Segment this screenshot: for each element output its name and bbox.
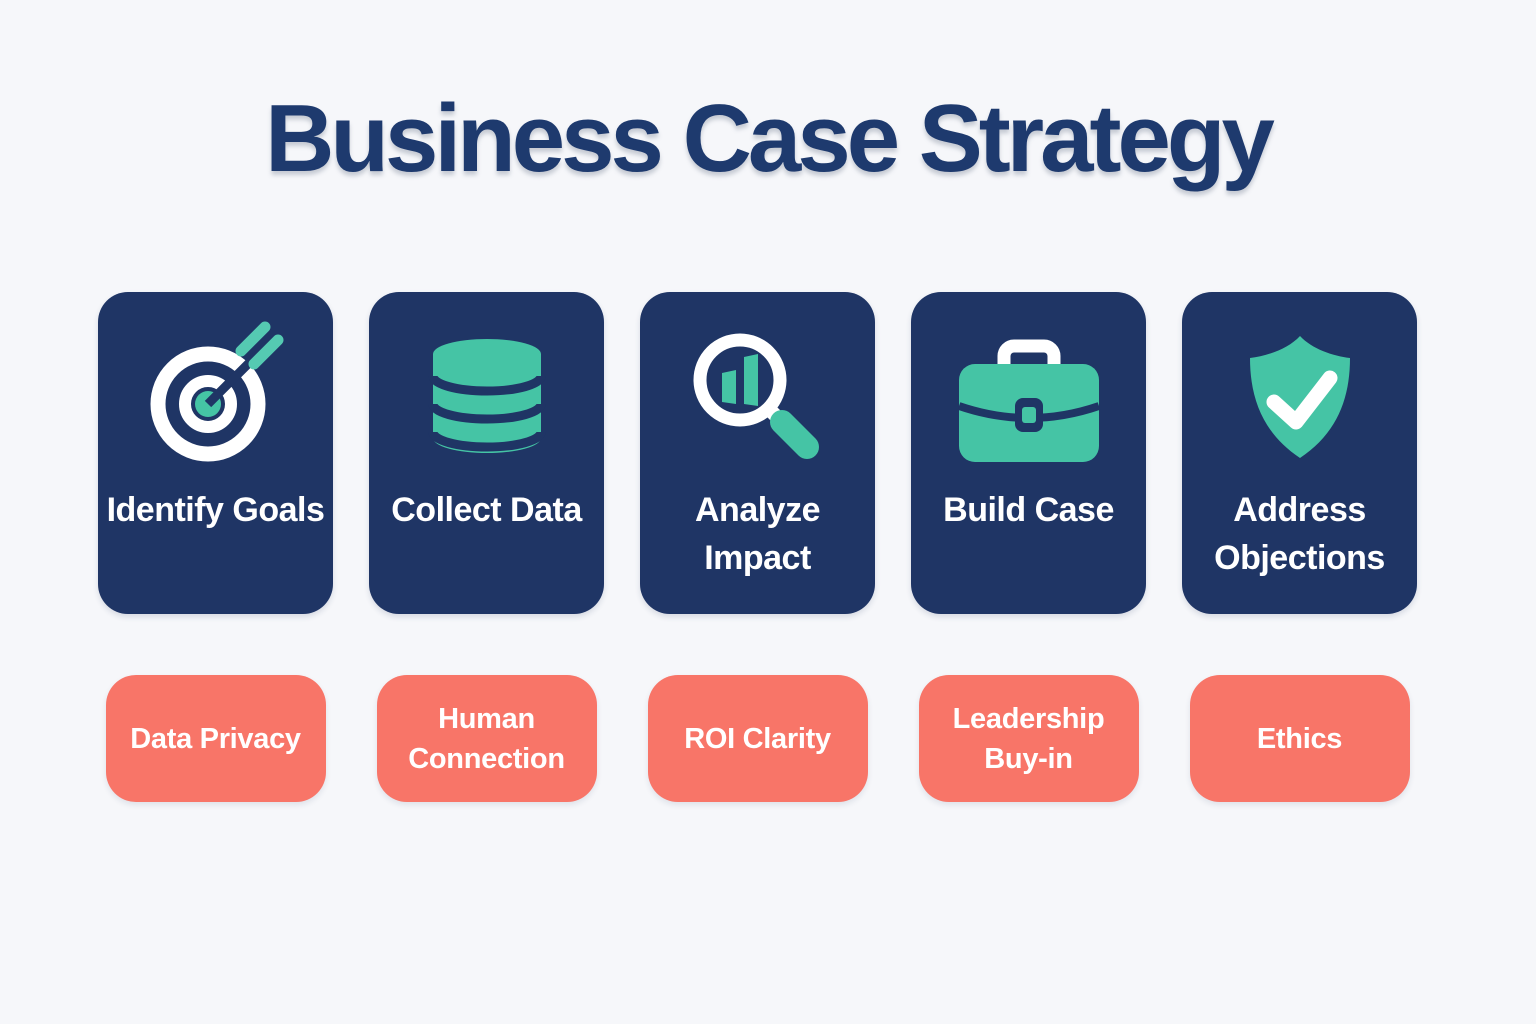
tag-card-roi-clarity: ROI Clarity [647,675,868,802]
step-card-identify-goals: Identify Goals [98,292,333,614]
tag-card-leadership-buy-in: Leadership Buy-in [918,675,1139,802]
step-label: Identify Goals [106,491,325,529]
step-label: Collect Data [391,491,582,529]
step-card-build-case: Build Case [911,292,1146,614]
briefcase-icon [949,318,1109,478]
tag-label: Human Connection [408,702,565,775]
step-label: Address Objections [1214,491,1385,577]
database-icon [407,318,567,478]
tag-card-ethics: Ethics [1189,675,1410,802]
step-label: Build Case [943,491,1114,529]
tag-card-human-connection: Human Connection [376,675,597,802]
step-column-build-case: Build Case Leadership Buy-in [911,292,1146,802]
tag-label: Ethics [1256,722,1343,755]
tag-label: Data Privacy [130,722,301,755]
target-icon [136,318,296,478]
steps-row: Identify Goals Data Privacy Collect Data [98,292,1417,802]
step-card-address-objections: Address Objections [1182,292,1417,614]
tag-label: Leadership Buy-in [952,702,1105,775]
shield-check-icon [1220,318,1380,478]
tag-card-data-privacy: Data Privacy [105,675,326,802]
step-column-collect-data: Collect Data Human Connection [369,292,604,802]
magnifier-chart-icon [678,318,838,478]
step-column-address-objections: Address Objections Ethics [1182,292,1417,802]
page-title: Business Case Strategy [265,85,1275,192]
step-column-analyze-impact: Analyze Impact ROI Clarity [640,292,875,802]
step-card-analyze-impact: Analyze Impact [640,292,875,614]
tag-label: ROI Clarity [684,722,831,755]
step-label: Analyze Impact [695,491,821,577]
step-card-collect-data: Collect Data [369,292,604,614]
step-column-identify-goals: Identify Goals Data Privacy [98,292,333,802]
